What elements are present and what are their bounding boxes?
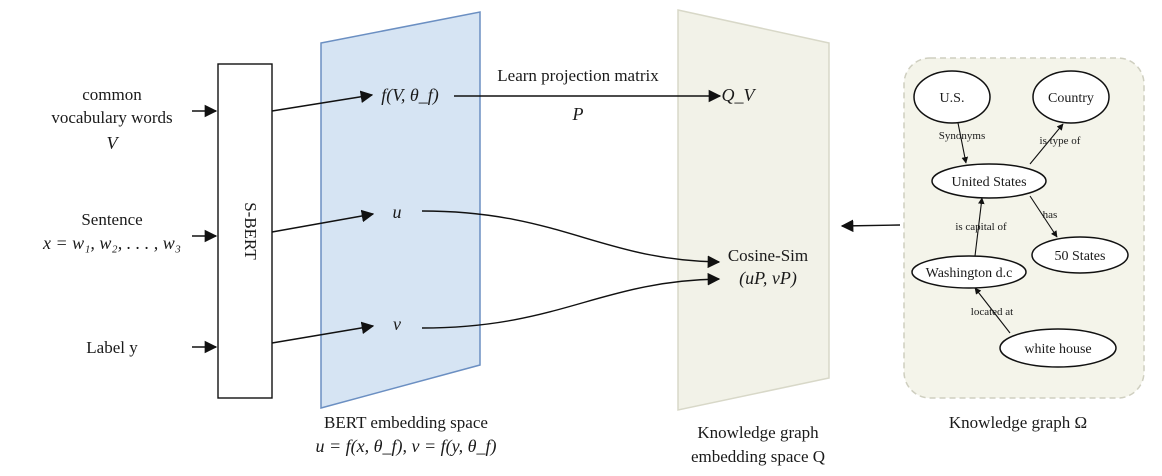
bert-embedding-space (320, 11, 481, 409)
v-to-cosine-curve (421, 272, 721, 329)
kg-space-caption-line2: embedding space Q (691, 447, 825, 466)
kg-node-50-states-label: 50 States (1055, 249, 1106, 264)
kg-edge-whitehouse-washington (974, 287, 1011, 334)
sbert-box (217, 63, 273, 399)
kg-caption: Knowledge graph Ω (949, 413, 1087, 432)
arrow-sbert-to-v (271, 321, 375, 344)
vocab-var: V (107, 133, 120, 153)
projection-label: Learn projection matrix (497, 66, 659, 85)
kg-edge-label-is-type-of: is type of (1040, 135, 1081, 147)
kg-node-united-states: United States (931, 163, 1047, 199)
kg-edge-label-synonyms: Synonyms (939, 130, 985, 142)
kg-node-country: Country (1032, 70, 1110, 124)
vocab-label-line1: common (82, 85, 142, 104)
sentence-formula: x = w₁, w₂, . . . , w₃ (42, 233, 181, 253)
bert-space-formula: u = f(x, θ_f), v = f(y, θ_f) (316, 436, 497, 457)
projection-matrix: P (572, 104, 584, 124)
v-label: v (393, 314, 401, 334)
kg-node-washington: Washington d.c (911, 255, 1027, 289)
kg-node-us: U.S. (913, 70, 991, 124)
arrow-sbert-to-f (271, 90, 374, 112)
bert-space-caption: BERT embedding space (324, 413, 488, 432)
u-to-cosine-curve (421, 210, 721, 269)
arrow-kg-to-space (840, 219, 901, 233)
kg-node-country-label: Country (1048, 91, 1094, 106)
kg-node-50-states: 50 States (1031, 236, 1129, 274)
kg-edge-unitedstates-50states (1029, 195, 1058, 238)
cosine-sim-args: (uP, vP) (739, 268, 797, 289)
kg-space-caption-line1: Knowledge graph (697, 423, 819, 442)
sentence-label: Sentence (81, 210, 142, 229)
kg-edge-label-has: has (1043, 209, 1058, 221)
u-label: u (393, 202, 402, 222)
kg-edge-label-located-at: located at (971, 306, 1013, 318)
arrow-sbert-to-u (271, 209, 375, 233)
qv-label: Q_V (722, 85, 757, 105)
kg-node-us-label: U.S. (940, 91, 965, 106)
kg-edge-unitedstates-country (1029, 123, 1064, 165)
kg-node-white-house-label: white house (1024, 342, 1091, 357)
vocab-label-line2: vocabulary words (51, 108, 172, 127)
label-y: Label y (86, 338, 138, 357)
kg-embedding-space (677, 9, 830, 411)
kg-edge-us-unitedstates (957, 122, 969, 164)
f-label: f(V, θ_f) (381, 85, 439, 106)
kg-edge-washington-unitedstates (974, 197, 985, 257)
kg-node-washington-label: Washington d.c (926, 266, 1013, 281)
knowledge-graph-box (903, 57, 1145, 399)
sbert-label: S-BERT (241, 202, 260, 260)
kg-node-united-states-label: United States (951, 175, 1026, 190)
kg-edge-label-is-capital-of: is capital of (955, 221, 1007, 233)
cosine-sim-label: Cosine-Sim (728, 246, 808, 265)
kg-node-white-house: white house (999, 328, 1117, 368)
